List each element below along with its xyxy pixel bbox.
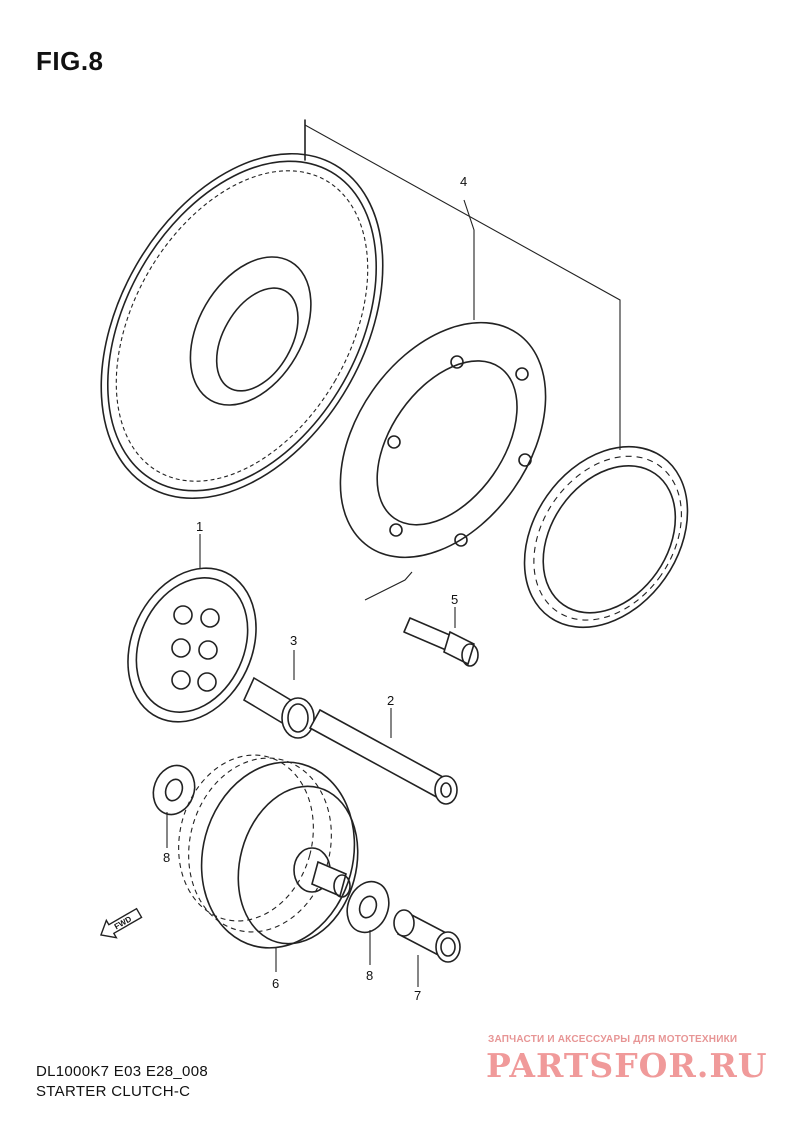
washer-upper	[152, 764, 196, 816]
washer-lower	[346, 880, 390, 934]
leader-lines	[166, 534, 456, 987]
callout-2: 2	[387, 693, 394, 708]
callout-5: 5	[451, 592, 458, 607]
callout-8-lower: 8	[366, 968, 373, 983]
callout-4: 4	[460, 174, 467, 189]
callout-6: 6	[272, 976, 279, 991]
clutch-gear-bush	[393, 909, 461, 963]
watermark-brand: PARTSFOR.RU	[486, 1046, 768, 1085]
starter-driven-gear	[100, 119, 384, 500]
one-way-clutch-body	[339, 321, 547, 559]
starter-clutch-gear	[178, 754, 359, 949]
callout-8-upper: 8	[163, 850, 170, 865]
starter-idle-gear	[127, 567, 257, 723]
one-way-clutch-bearing	[523, 445, 689, 629]
idle-gear-bush	[242, 676, 315, 739]
callout-3: 3	[290, 633, 297, 648]
idle-gear-shaft	[308, 708, 458, 805]
part-4-bracket	[304, 124, 621, 450]
forward-arrow-icon: FWD	[100, 907, 143, 939]
assembly-name: STARTER CLUTCH-C	[36, 1083, 191, 1100]
watermark-tagline: ЗАПЧАСТИ И АКСЕССУАРЫ ДЛЯ МОТОТЕХНИКИ	[488, 1034, 738, 1045]
model-code: DL1000K7 E03 E28_008	[36, 1063, 208, 1080]
clutch-bolt	[364, 571, 479, 667]
figure-title: FIG.8	[36, 46, 104, 76]
callout-1: 1	[196, 519, 203, 534]
callout-7: 7	[414, 988, 421, 1003]
